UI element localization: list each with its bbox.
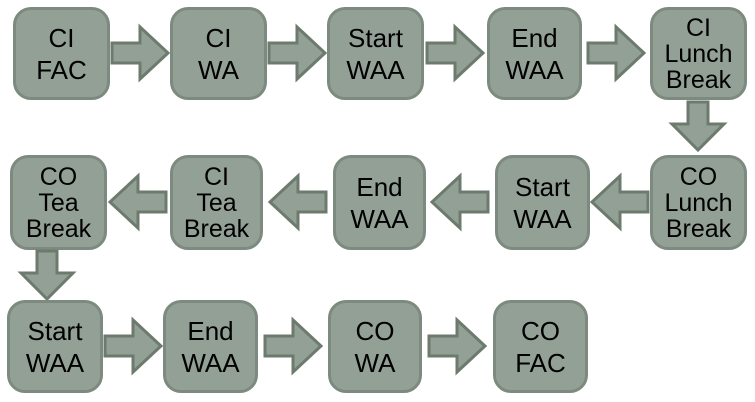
node-label-line: WAA [505, 54, 564, 85]
node-co-fac: CO FAC [493, 300, 588, 393]
node-label-line: End [356, 171, 403, 202]
node-label-line: FAC [36, 54, 87, 85]
node-co-tea-break: CO Tea Break [10, 155, 107, 250]
flow-arrow-right-icon [427, 316, 488, 376]
flow-arrow-left-icon [429, 172, 490, 232]
flow-arrow-right-icon [586, 23, 647, 83]
node-label-line: WAA [346, 54, 405, 85]
node-label-line: WAA [181, 347, 240, 378]
node-label-line: CI [204, 162, 229, 191]
flow-arrow-right-icon [267, 23, 328, 83]
node-label-line: Break [183, 214, 250, 243]
node-ci-lunch-break: CI Lunch Break [650, 7, 747, 100]
flow-arrow-right-icon [425, 23, 486, 83]
flow-arrow-left-icon [589, 172, 650, 232]
node-start-waa-2: Start WAA [495, 155, 590, 250]
node-ci-tea-break: CI Tea Break [170, 155, 263, 250]
node-start-waa-3: Start WAA [7, 300, 103, 393]
node-label-line: Start [348, 22, 403, 53]
flow-arrow-right-icon [263, 316, 324, 376]
node-end-waa-3: End WAA [163, 300, 258, 393]
flow-arrow-down-icon [668, 100, 728, 153]
node-label-line: Lunch [664, 39, 733, 68]
node-label-line: WAA [513, 203, 572, 234]
node-label-line: CO [521, 315, 560, 346]
node-ci-fac: CI FAC [13, 7, 110, 100]
node-label-line: WA [198, 54, 239, 85]
flow-arrow-left-icon [107, 172, 168, 232]
node-end-waa-2: End WAA [333, 155, 426, 250]
node-label-line: CI [205, 22, 232, 53]
node-label-line: Break [665, 214, 732, 243]
node-label-line: Break [25, 214, 92, 243]
node-ci-wa: CI WA [170, 7, 267, 100]
node-end-waa-1: End WAA [487, 7, 582, 100]
node-co-wa: CO WA [328, 300, 422, 393]
flow-arrow-right-icon [110, 23, 171, 83]
node-label-line: WA [354, 347, 396, 378]
node-label-line: Lunch [664, 188, 733, 217]
flow-arrow-left-icon [267, 172, 328, 232]
node-label-line: WAA [350, 203, 409, 234]
node-label-line: Tea [38, 188, 79, 217]
node-label-line: Start [515, 171, 570, 202]
node-label-line: Break [665, 65, 732, 94]
node-label-line: CO [39, 162, 78, 191]
node-label-line: CO [355, 315, 395, 346]
node-co-lunch-break: CO Lunch Break [650, 155, 747, 250]
flow-arrow-down-icon [17, 249, 77, 302]
node-label-line: FAC [515, 347, 566, 378]
node-label-line: Tea [196, 188, 237, 217]
node-label-line: WAA [25, 347, 85, 378]
node-start-waa-1: Start WAA [327, 7, 424, 100]
node-label-line: CO [679, 162, 718, 191]
node-label-line: End [187, 315, 234, 346]
node-label-line: End [511, 22, 558, 53]
flow-arrow-right-icon [103, 316, 164, 376]
node-label-line: CI [686, 13, 711, 42]
node-label-line: CI [48, 22, 75, 53]
node-label-line: Start [27, 315, 83, 346]
